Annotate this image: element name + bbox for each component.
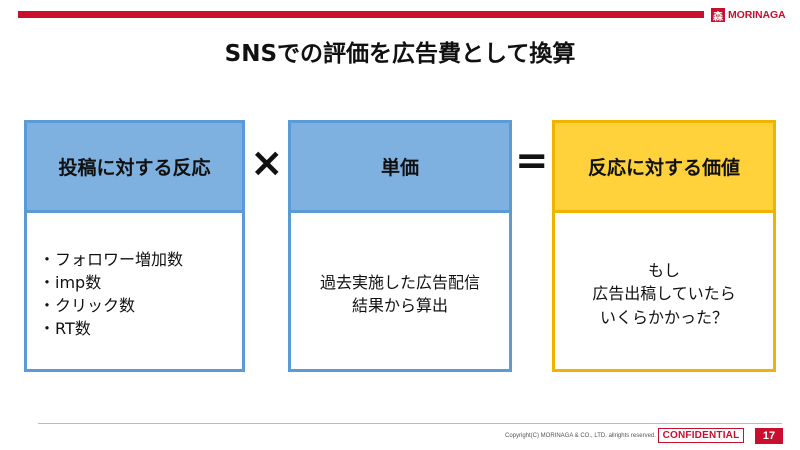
unit-price-box: 単価 過去実施した広告配信 結果から算出 xyxy=(288,120,512,372)
slide-title: SNSでの評価を広告費として換算 xyxy=(224,41,576,67)
unit-price-box-heading: 単価 xyxy=(291,123,509,213)
multiply-icon: × xyxy=(250,140,284,186)
unit-price-box-body: 過去実施した広告配信 結果から算出 xyxy=(291,213,509,375)
confidential-badge: CONFIDENTIAL xyxy=(658,428,744,443)
unit-price-description: 過去実施した広告配信 結果から算出 xyxy=(319,272,480,315)
logo-text: MORINAGA xyxy=(728,9,786,21)
footer-divider xyxy=(38,423,782,424)
list-item: クリック数 xyxy=(39,294,242,317)
value-box-heading: 反応に対する価値 xyxy=(555,123,773,213)
list-item: フォロワー増加数 xyxy=(39,248,242,271)
equals-icon: = xyxy=(515,138,549,184)
header-accent-bar xyxy=(18,11,704,18)
page-number: 17 xyxy=(755,428,783,444)
reaction-box-heading: 投稿に対する反応 xyxy=(27,123,242,213)
reaction-metrics-list: フォロワー増加数 imp数 クリック数 RT数 xyxy=(27,248,242,341)
value-box: 反応に対する価値 もし 広告出稿していたら いくらかかった？ xyxy=(552,120,776,372)
reaction-box-body: フォロワー増加数 imp数 クリック数 RT数 xyxy=(27,213,242,375)
value-description: もし 広告出稿していたら いくらかかった？ xyxy=(592,261,736,327)
reaction-box: 投稿に対する反応 フォロワー増加数 imp数 クリック数 RT数 xyxy=(24,120,245,372)
list-item: imp数 xyxy=(39,271,242,294)
brand-logo: 森 MORINAGA xyxy=(711,7,786,23)
logo-mark-icon: 森 xyxy=(711,8,725,23)
value-box-body: もし 広告出稿していたら いくらかかった？ xyxy=(555,213,773,375)
copyright-text: Copyright(C) MORINAGA & CO., LTD. allrig… xyxy=(505,433,656,439)
list-item: RT数 xyxy=(39,317,242,340)
